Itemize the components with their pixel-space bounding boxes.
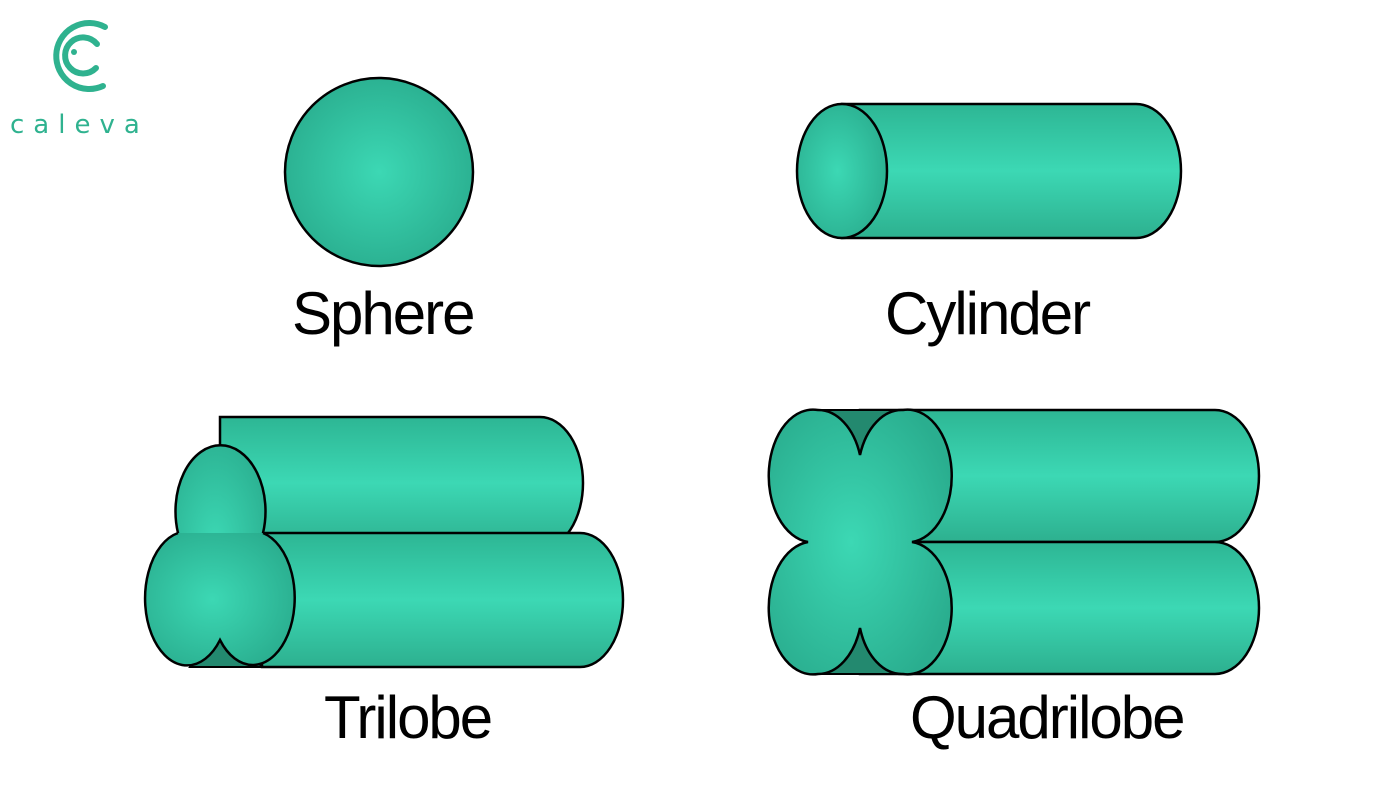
quadrilobe-label: Quadrilobe [910, 684, 1186, 751]
sphere-shape [283, 76, 475, 268]
trilobe-label: Trilobe [324, 684, 493, 751]
cylinder-label: Cylinder [885, 280, 1091, 347]
sphere-label: Sphere [292, 280, 475, 347]
caleva-logo-icon [53, 20, 108, 92]
quadrilobe-shape [767, 408, 1261, 676]
caleva-logo-text: caleva [10, 110, 149, 140]
cylinder-shape [795, 102, 1183, 240]
trilobe-shape [143, 415, 625, 669]
